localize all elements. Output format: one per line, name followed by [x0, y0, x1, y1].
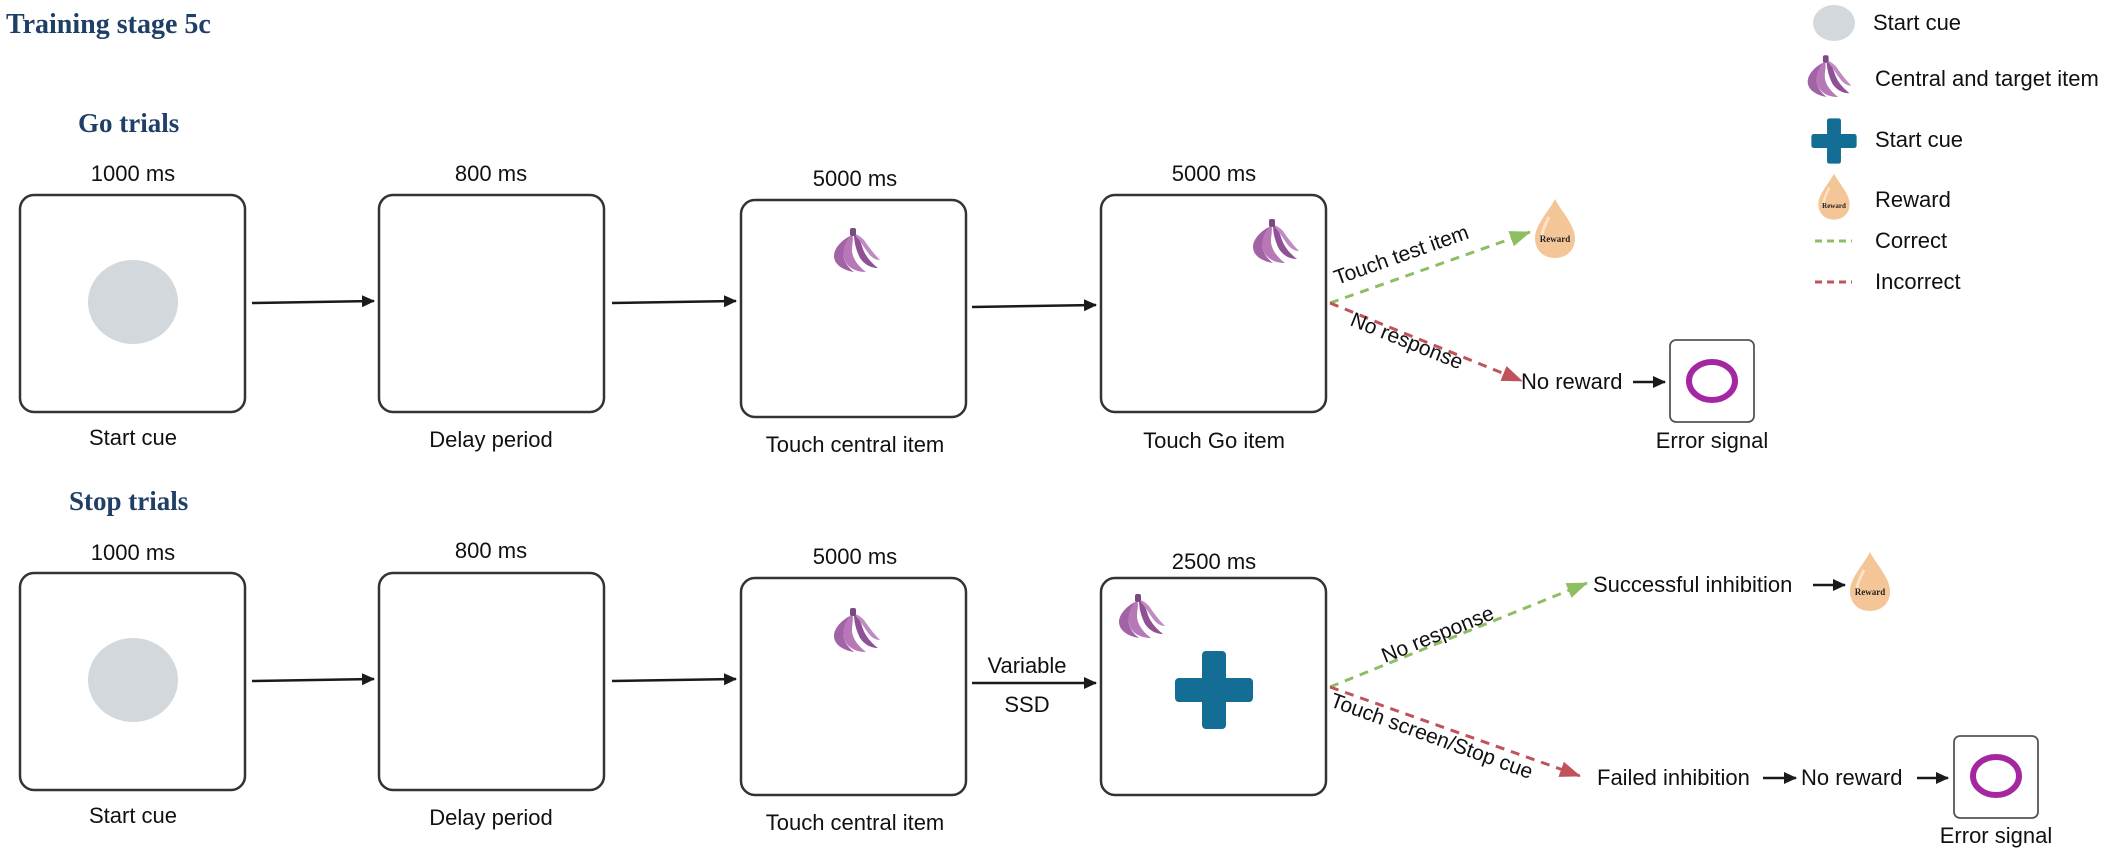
successful-inhibition-label: Successful inhibition	[1593, 572, 1792, 597]
go-error-signal-label: Error signal	[1656, 428, 1768, 453]
error-ring-icon	[1686, 359, 1738, 403]
go-caption-4: Touch Go item	[1143, 428, 1285, 453]
stop-duration-3: 5000 ms	[813, 544, 897, 569]
reward-drop-icon	[1848, 550, 1892, 613]
stop-caption-2: Delay period	[429, 805, 553, 830]
stop-delay-screen	[377, 571, 606, 792]
legend-grey-circle-icon	[1813, 5, 1855, 41]
stop-branch-incorrect-label: Touch screen/Stop cue	[1327, 689, 1536, 784]
go-branch-incorrect-label: No response	[1347, 308, 1466, 374]
error-ring-icon	[1970, 754, 2022, 798]
legend-banana-icon	[1807, 55, 1852, 97]
stop-duration-4: 2500 ms	[1172, 549, 1256, 574]
stop-error-signal-screen	[1953, 735, 2039, 819]
go-central-item-screen	[739, 198, 968, 419]
go-duration-4: 5000 ms	[1172, 161, 1256, 186]
correct-branch-line	[1329, 581, 1588, 689]
go-branch-correct-label: Touch test item	[1331, 221, 1472, 290]
stop-no-reward-label: No reward	[1801, 765, 1902, 790]
stop-central-item-screen	[739, 576, 968, 797]
stop-caption-1: Start cue	[89, 803, 177, 828]
go-go-item-screen	[1099, 193, 1328, 414]
reward-drop-icon	[1533, 197, 1577, 260]
go-duration-1: 1000 ms	[91, 161, 175, 186]
go-delay-screen	[377, 193, 606, 414]
go-duration-3: 5000 ms	[813, 166, 897, 191]
variable-ssd-line2: SSD	[1004, 692, 1049, 717]
arrow	[251, 295, 375, 308]
stop-branch-correct-label: No response	[1378, 602, 1497, 668]
legend-label-reward: Reward	[1875, 187, 1951, 212]
go-duration-2: 800 ms	[455, 161, 527, 186]
reward-drop-label: Reward	[1855, 587, 1886, 597]
figure-title: Training stage 5c	[6, 9, 211, 40]
legend-label-incorrect: Incorrect	[1875, 269, 1961, 294]
stop-duration-2: 800 ms	[455, 538, 527, 563]
arrow	[611, 673, 737, 686]
grey-circle-icon	[88, 638, 178, 722]
stop-trials-heading: Stop trials	[69, 486, 188, 516]
legend-blue-cross-icon	[1811, 118, 1857, 164]
failed-inhibition-label: Failed inhibition	[1597, 765, 1750, 790]
reward-drop-label: Reward	[1540, 234, 1571, 244]
go-trials-heading: Go trials	[78, 108, 179, 138]
arrow	[971, 299, 1097, 312]
grey-circle-icon	[88, 260, 178, 344]
go-caption-2: Delay period	[429, 427, 553, 452]
legend-label-stop-cue: Start cue	[1875, 127, 1963, 152]
variable-ssd-line1: Variable	[987, 653, 1066, 678]
stop-error-signal-label: Error signal	[1940, 823, 2052, 848]
legend-label-start-cue: Start cue	[1873, 10, 1961, 35]
legend-label-correct: Correct	[1875, 228, 1947, 253]
legend-reward-drop-icon	[1817, 172, 1851, 221]
go-caption-3: Touch central item	[766, 432, 945, 457]
legend: Start cue Central and target item Start …	[1807, 5, 2099, 294]
arrow	[251, 673, 375, 686]
correct-branch-line	[1329, 230, 1531, 305]
arrow	[611, 295, 737, 308]
go-no-reward-label: No reward	[1521, 369, 1622, 394]
incorrect-branch-line	[1329, 685, 1581, 778]
stop-caption-3: Touch central item	[766, 810, 945, 835]
stop-duration-1: 1000 ms	[91, 540, 175, 565]
legend-reward-drop-label: Reward	[1822, 202, 1846, 210]
legend-label-item: Central and target item	[1875, 66, 2099, 91]
incorrect-branch-line	[1329, 301, 1523, 383]
go-error-signal-screen	[1669, 339, 1755, 423]
go-caption-1: Start cue	[89, 425, 177, 450]
